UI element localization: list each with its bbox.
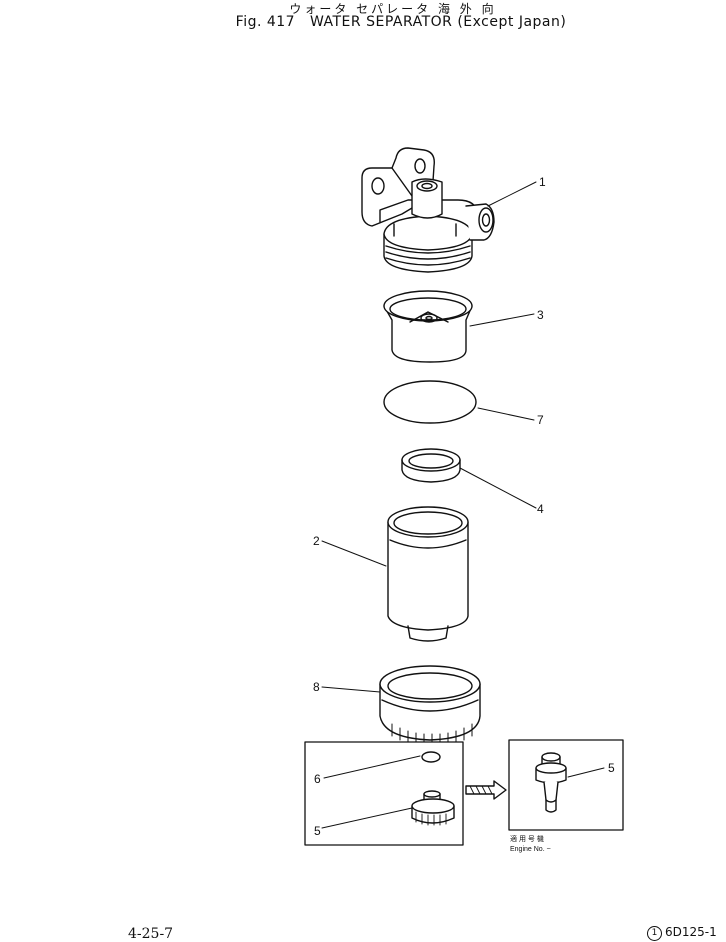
part-3-seat-cup [383, 290, 473, 363]
doc-code-text: 6D125-1 [665, 925, 717, 939]
callout-6: 6 [314, 772, 321, 786]
callout-1: 1 [539, 175, 546, 189]
part-7-o-ring [383, 380, 477, 424]
callout-8: 8 [313, 680, 320, 694]
callout-5-inset-left: 5 [314, 824, 321, 838]
engine-no-label: Engine No. ~ [510, 846, 551, 853]
part-8-ring-nut [379, 665, 481, 746]
inset-box-alternate-plug [508, 739, 624, 831]
page-number: 4-25-7 [128, 926, 174, 942]
doc-code-circle: 1 [647, 926, 662, 941]
inset-box-drain-plug [304, 741, 464, 846]
arrow-icon [465, 780, 507, 800]
leader-lines [321, 181, 605, 829]
callout-4: 4 [537, 502, 544, 516]
japanese-title: ウォータ セパレータ 海 外 向 [289, 2, 497, 16]
callout-7: 7 [537, 413, 544, 427]
callout-5-inset-right: 5 [608, 761, 615, 775]
callout-3: 3 [537, 308, 544, 322]
applicable-label-jp: 適 用 号 機 [510, 834, 544, 843]
part-4-ring [401, 448, 461, 483]
part-2-bowl [387, 506, 469, 642]
part-1-filter-head [361, 147, 495, 273]
figure-title: Fig. 417 WATER SEPARATOR (Except Japan) [235, 14, 567, 30]
callout-2: 2 [313, 534, 320, 548]
